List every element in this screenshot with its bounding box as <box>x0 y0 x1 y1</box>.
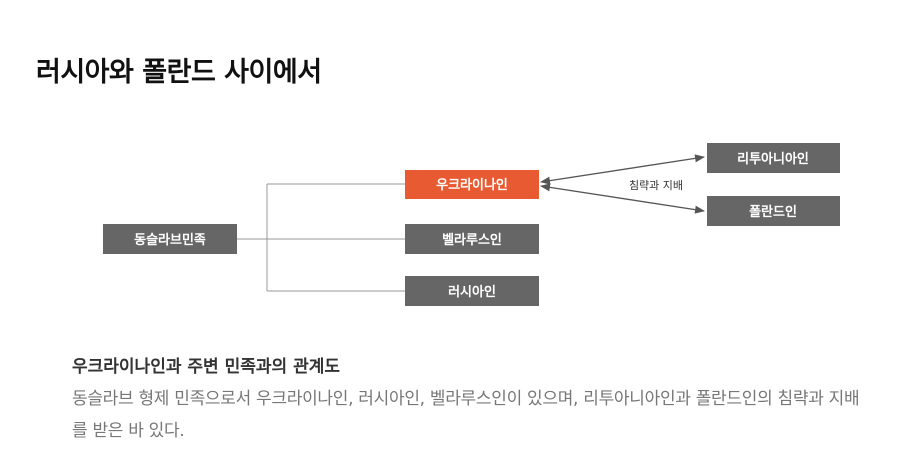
node-label: 러시아인 <box>448 284 496 300</box>
node-poles: 폴란드인 <box>707 196 840 226</box>
connector-lines <box>237 183 405 292</box>
caption-body: 동슬라브 형제 민족으로서 우크라이나인, 러시아인, 벨라루스인이 있으며, … <box>72 389 860 441</box>
node-ukrainians: 우크라이나인 <box>405 170 539 199</box>
relationship-diagram: 침략과 지배 동슬라브민족 우크라이나인 벨라루스인 러시아인 리투아니아인 폴… <box>103 143 840 306</box>
arrow-ukraine-poland <box>540 183 705 214</box>
node-east-slavs: 동슬라브민족 <box>103 224 237 254</box>
arrows <box>540 154 705 214</box>
caption-title: 우크라이나인과 주변 민족과의 관계도 <box>72 357 340 377</box>
node-lithuanians: 리투아니아인 <box>707 143 840 173</box>
node-belarusians: 벨라루스인 <box>405 224 539 254</box>
node-label: 리투아니아인 <box>737 151 809 167</box>
arrow-ukraine-lithuania <box>540 154 705 185</box>
node-label: 동슬라브민족 <box>134 232 206 248</box>
figure-caption: 우크라이나인과 주변 민족과의 관계도 동슬라브 형제 민족으로서 우크라이나인… <box>72 352 872 447</box>
edge-label-invasion: 침략과 지배 <box>629 179 683 192</box>
node-label: 폴란드인 <box>749 204 797 220</box>
page-title: 러시아와 폴란드 사이에서 <box>36 57 322 88</box>
node-label: 벨라루스인 <box>442 232 502 248</box>
node-russians: 러시아인 <box>405 276 539 306</box>
node-label: 우크라이나인 <box>436 177 508 193</box>
